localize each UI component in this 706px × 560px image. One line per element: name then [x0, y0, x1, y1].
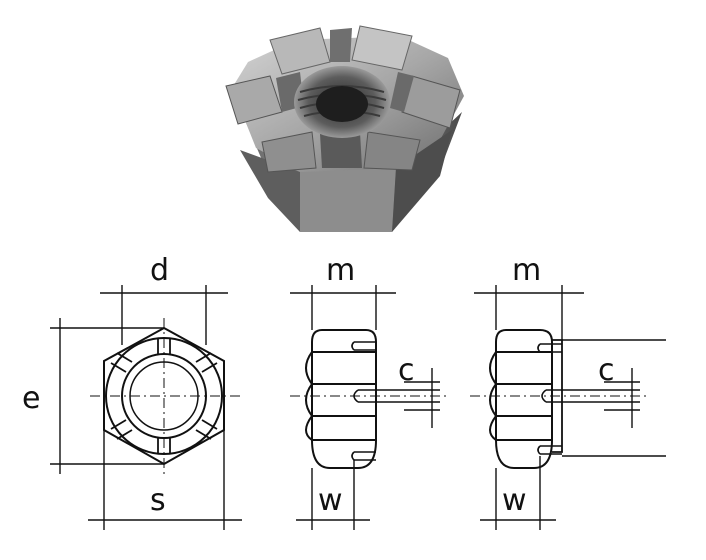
dimension-label-w-2: w: [502, 483, 527, 518]
dimension-label-e: e: [22, 381, 40, 416]
side-view-1: [290, 329, 446, 469]
dimension-label-s: s: [150, 483, 166, 518]
side-view-2-dimensions: [474, 285, 666, 530]
front-dimensions: [50, 285, 242, 530]
side-view-2: [470, 329, 646, 469]
dimension-label-c-2: c: [598, 353, 615, 388]
dimension-label-d: d: [150, 253, 169, 288]
castle-nut-photo: [225, 25, 464, 232]
front-view: [90, 318, 240, 474]
side-view-1-dimensions: [290, 285, 440, 530]
dimension-label-m-2: m: [512, 253, 541, 288]
dimension-label-m-1: m: [326, 253, 355, 288]
dimension-label-c-1: c: [398, 353, 415, 388]
dimension-label-w-1: w: [318, 483, 343, 518]
